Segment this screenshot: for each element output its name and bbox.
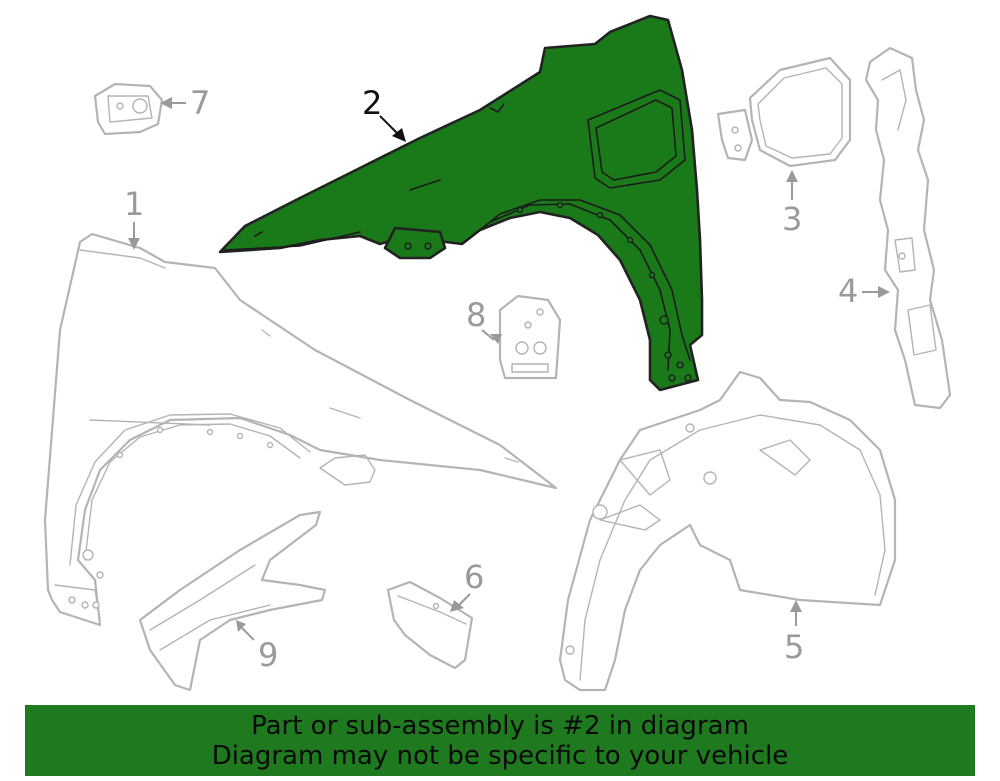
part-9-splash-shield[interactable] [138,510,327,692]
callout-number-6: 6 [464,558,484,596]
part-7-housing[interactable] [93,82,164,136]
part-5-wheelhouse-liner[interactable] [558,370,897,692]
part-2-fender-highlighted[interactable] [218,14,704,392]
callout-4: 4 [838,272,890,310]
part-6-bracket[interactable] [386,580,474,670]
callout-number-5: 5 [784,628,804,666]
callout-number-2: 2 [362,84,382,122]
callout-3: 3 [782,170,802,238]
callout-6: 6 [450,558,484,612]
callout-1: 1 [124,185,144,250]
callout-number-8: 8 [466,296,486,334]
part-3-fuel-door[interactable] [716,56,852,168]
callout-8: 8 [466,296,502,344]
part-8-bracket-plate[interactable] [498,294,562,380]
callout-number-9: 9 [258,636,278,674]
callout-2: 2 [362,84,406,142]
info-banner: Part or sub-assembly is #2 in diagram Di… [25,705,975,776]
callout-5: 5 [784,600,804,666]
callout-9: 9 [236,620,278,674]
banner-line-2: Diagram may not be specific to your vehi… [211,741,789,771]
callout-number-7: 7 [190,84,210,122]
banner-line-1: Part or sub-assembly is #2 in diagram [251,711,749,741]
part-1-fender[interactable] [43,232,558,627]
callout-number-3: 3 [782,200,802,238]
callout-number-4: 4 [838,272,858,310]
callout-number-1: 1 [124,185,144,223]
callout-7: 7 [160,84,210,122]
part-4-bracket[interactable] [864,46,952,410]
